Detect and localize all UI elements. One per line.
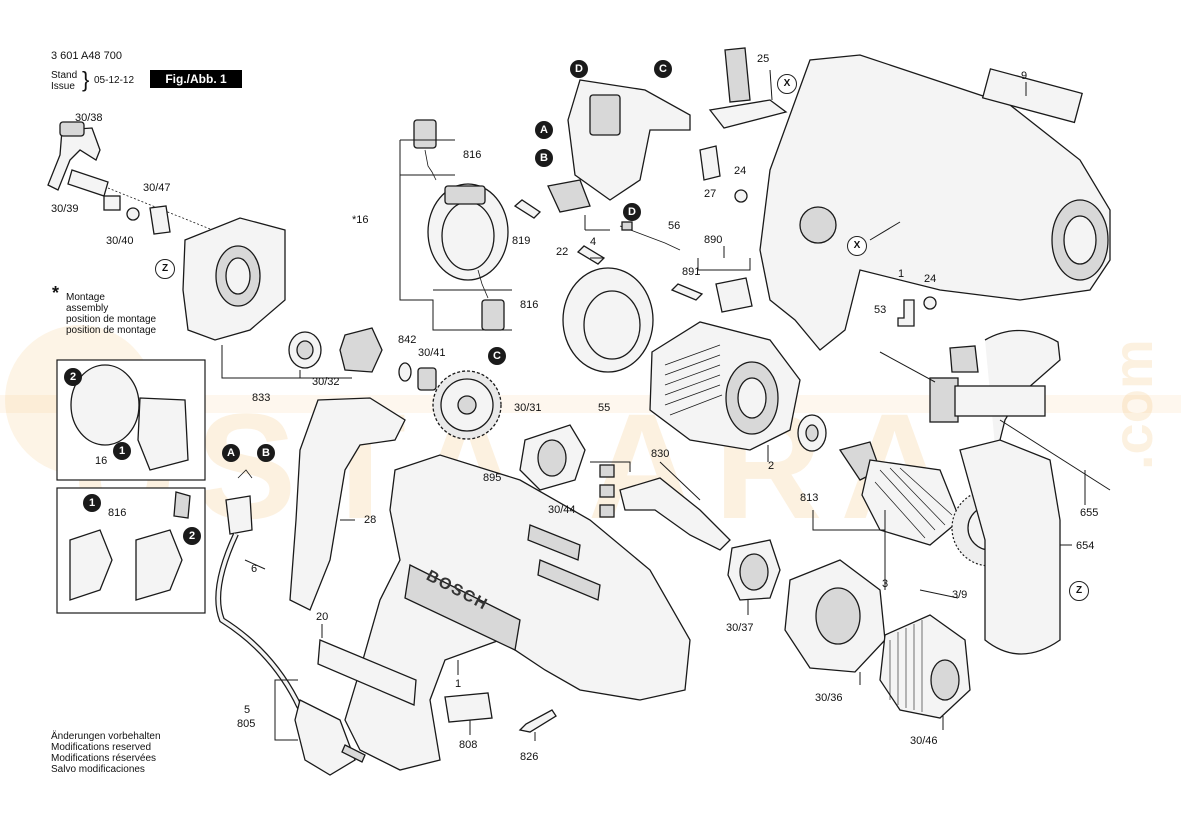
footer-note-1: Änderungen vorbehalten <box>51 731 161 742</box>
part-label-891: 891 <box>682 266 701 278</box>
part-label-30-46: 30/46 <box>910 735 938 747</box>
part-label-30-40: 30/40 <box>106 235 134 247</box>
part-label-25: 25 <box>757 53 770 65</box>
part-label-805: 805 <box>237 718 256 730</box>
part-30-39-shape <box>103 195 121 211</box>
part-label-30-41: 30/41 <box>418 347 446 359</box>
part-label-53: 53 <box>874 304 887 316</box>
part-label-30-31: 30/31 <box>514 402 542 414</box>
part-label-55: 55 <box>598 402 611 414</box>
footer-note-3: Modifications réservées <box>51 753 157 764</box>
assembly-line-1: Montage <box>66 292 105 303</box>
part-label-816-b: 816 <box>520 299 539 311</box>
part-label-20: 20 <box>316 611 329 623</box>
part-keyless-chuck <box>879 614 971 719</box>
part-label-3-9: 3/9 <box>952 589 968 601</box>
part-label-28: 28 <box>364 514 377 526</box>
part-label-808: 808 <box>459 739 478 751</box>
part-label-star16: *16 <box>352 214 369 226</box>
marker-x-top: X <box>777 74 797 94</box>
part-side-handle <box>879 329 1111 655</box>
part-label-16: 16 <box>95 455 108 467</box>
part-stator <box>649 321 801 451</box>
part-label-24-a: 24 <box>734 165 747 177</box>
issue-label: Issue <box>51 81 75 92</box>
part-label-30-38: 30/38 <box>75 112 103 124</box>
part-label-890: 890 <box>704 234 723 246</box>
part-brush-housing <box>182 217 286 341</box>
part-label-5: 5 <box>244 704 251 716</box>
part-label-22: 22 <box>556 246 569 258</box>
brace-glyph: } <box>82 67 90 92</box>
part-label-816-c: 816 <box>108 507 127 519</box>
assembly-line-4: position de montage <box>66 325 157 336</box>
callout-d-wire: D <box>623 203 641 221</box>
assembly-line-2: assembly <box>66 303 109 314</box>
stand-label: Stand <box>51 70 78 81</box>
part-label-654: 654 <box>1076 540 1095 552</box>
part-label-813: 813 <box>800 492 819 504</box>
part-switch <box>567 79 691 201</box>
part-spindle <box>599 464 731 551</box>
part-main-body <box>344 454 691 771</box>
part-label-833: 833 <box>252 392 271 404</box>
part-label-6: 6 <box>251 563 258 575</box>
inset-box-1 <box>56 359 206 481</box>
part-handle-cover <box>289 397 406 611</box>
part-label-655: 655 <box>1080 507 1099 519</box>
callout-c-top: C <box>654 60 672 78</box>
part-label-30-37: 30/37 <box>726 622 754 634</box>
callout-step-2-a: 2 <box>64 368 82 386</box>
figure-label: Fig./Abb. 1 <box>150 70 242 88</box>
part-label-9: 9 <box>1021 70 1028 82</box>
part-label-3: 3 <box>882 578 889 590</box>
part-lever-30-38 <box>47 121 109 197</box>
part-label-1-body: 1 <box>455 678 462 690</box>
callout-a-cord: A <box>222 444 240 462</box>
marker-z-left: Z <box>155 259 175 279</box>
part-power-cord <box>215 469 366 776</box>
part-label-819: 819 <box>512 235 531 247</box>
part-label-816-a: 816 <box>463 149 482 161</box>
part-label-842: 842 <box>398 334 417 346</box>
assembly-star: * <box>52 283 60 303</box>
part-label-24-b: 24 <box>924 273 937 285</box>
part-label-1-top: 1 <box>898 268 905 280</box>
part-label-895: 895 <box>483 472 502 484</box>
callout-step-1-a: 1 <box>113 442 131 460</box>
part-label-826: 826 <box>520 751 539 763</box>
part-brush-ring <box>562 267 654 373</box>
callout-d-top: D <box>570 60 588 78</box>
part-label-56: 56 <box>668 220 681 232</box>
part-chuck-collar <box>784 559 886 673</box>
part-label-830: 830 <box>651 448 670 460</box>
issue-date: 05-12-12 <box>94 75 135 86</box>
doc-number: 3 601 A48 700 <box>51 50 122 62</box>
callout-b-cord: B <box>257 444 275 462</box>
footer-note-2: Modifications reserved <box>51 742 152 753</box>
marker-z-right: Z <box>1069 581 1089 601</box>
callout-step-2-b: 2 <box>183 527 201 545</box>
part-label-27: 27 <box>704 188 717 200</box>
part-label-2: 2 <box>768 460 775 472</box>
callout-a-switch: A <box>535 121 553 139</box>
part-housing-half <box>759 54 1111 351</box>
part-brush-plate <box>427 183 509 281</box>
part-label-4: 4 <box>590 236 597 248</box>
footer-note-4: Salvo modificaciones <box>51 764 145 775</box>
callout-c-wire: C <box>488 347 506 365</box>
assembly-line-3: position de montage <box>66 314 157 325</box>
part-label-30-47: 30/47 <box>143 182 171 194</box>
part-label-30-36: 30/36 <box>815 692 843 704</box>
callout-b-switch: B <box>535 149 553 167</box>
part-label-30-44: 30/44 <box>548 504 576 516</box>
part-label-30-39: 30/39 <box>51 203 79 215</box>
inset-box-2 <box>56 487 206 614</box>
marker-x-mid: X <box>847 236 867 256</box>
callout-step-1-b: 1 <box>83 494 101 512</box>
part-gear-30-31 <box>432 370 502 440</box>
part-label-30-32: 30/32 <box>312 376 340 388</box>
